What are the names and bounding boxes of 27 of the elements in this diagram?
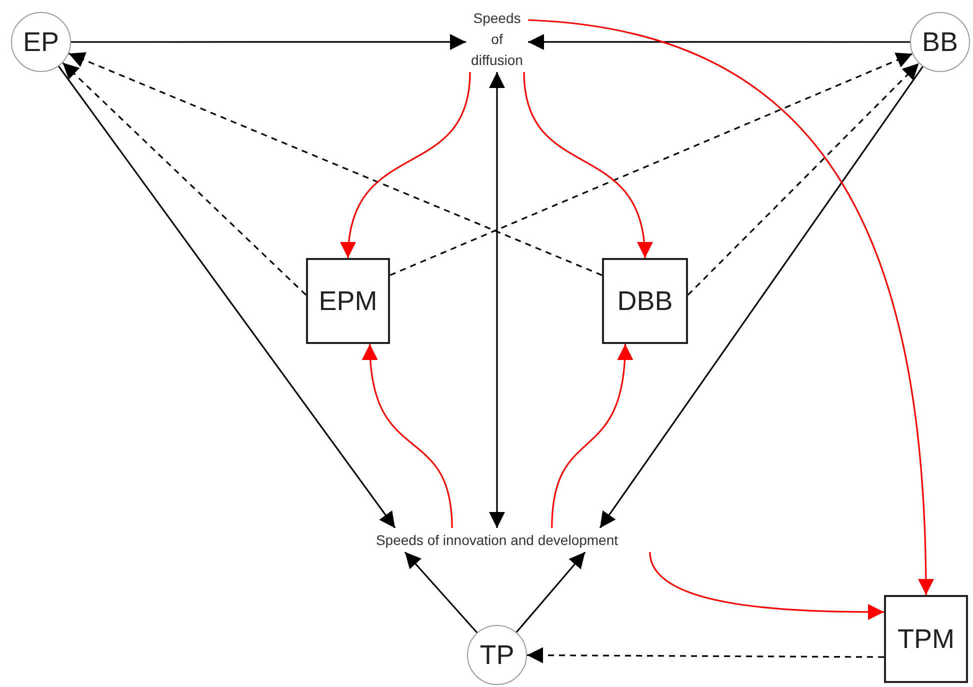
node-label: EPM	[318, 288, 378, 314]
node-label: BB	[922, 28, 958, 56]
node-label: DBB	[617, 288, 673, 314]
arrow	[390, 52, 913, 276]
node-label: TP	[480, 642, 514, 668]
node-label: TPM	[898, 626, 954, 652]
arrow	[527, 647, 884, 664]
arrow	[489, 72, 505, 528]
node-label: EP	[22, 28, 60, 56]
arrow	[58, 66, 396, 528]
arrow	[341, 72, 471, 258]
arrow	[551, 344, 632, 528]
arrow	[362, 344, 453, 528]
arrow	[516, 551, 586, 633]
arrow	[528, 34, 910, 50]
arrow	[404, 551, 478, 634]
arrow	[687, 62, 920, 296]
arrow	[523, 72, 652, 258]
arrow	[68, 52, 602, 276]
arrow	[649, 552, 884, 620]
arrow	[62, 62, 307, 296]
arrow	[71, 34, 466, 50]
process-box	[884, 595, 968, 683]
arrow	[528, 19, 934, 596]
arrow	[599, 66, 924, 528]
process-box	[306, 258, 390, 344]
process-box	[602, 258, 688, 344]
